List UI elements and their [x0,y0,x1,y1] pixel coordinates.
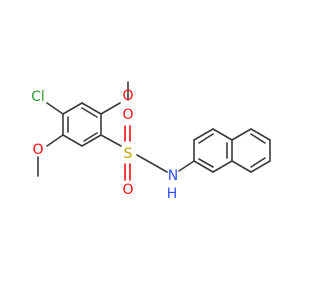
bond-ring-c-inner-2 [250,157,266,168]
bond-ring-s [100,134,122,147]
bond-ring-a-6 [62,134,83,147]
bond-ring-b-2 [193,128,214,141]
bond-ring-b-5 [212,160,233,173]
bond-ring-a-1 [81,134,102,147]
sulfur-atom-label: S [124,146,133,162]
bond-ring-a-inner-3 [83,132,98,142]
atom-labels: Cl O O S O O N H [31,88,178,202]
amine-hydrogen-label: H [167,186,178,202]
bond-ring-o-top [100,102,121,115]
bond-ring-b-6 [193,160,214,173]
bond-ring-c-1 [231,128,252,141]
bond-ring-c-5 [231,160,252,173]
bond-ring-a-3 [81,102,102,115]
bond-ring-cl [46,102,64,115]
bond-ring-o-bottom [46,134,64,147]
bond-ring-c-2 [250,128,271,141]
bond-ring-c-inner-1 [250,133,266,144]
chlorine-atom-label: Cl [31,89,45,105]
bonds [37,81,271,181]
bond-ring-a-4 [62,102,83,115]
bond-s-n [136,154,168,173]
bond-ring-b-inner-3 [198,158,214,168]
methoxy-oxygen-bottom-label: O [32,142,43,158]
bond-ring-b-3 [212,128,233,141]
methoxy-oxygen-top-label: O [122,88,133,104]
chemical-structure-diagram: Cl O O S O O N H [31,81,271,202]
bond-ring-a-inner-1 [81,107,98,118]
bond-ring-b-inner-1 [198,133,214,144]
sulfonyl-oxygen-top-label: O [122,107,133,123]
bond-n-naphthalene [178,160,195,172]
bond-ring-c-4 [250,160,271,173]
nitrogen-atom-label: N [168,168,178,184]
sulfonyl-oxygen-bottom-label: O [122,182,133,198]
